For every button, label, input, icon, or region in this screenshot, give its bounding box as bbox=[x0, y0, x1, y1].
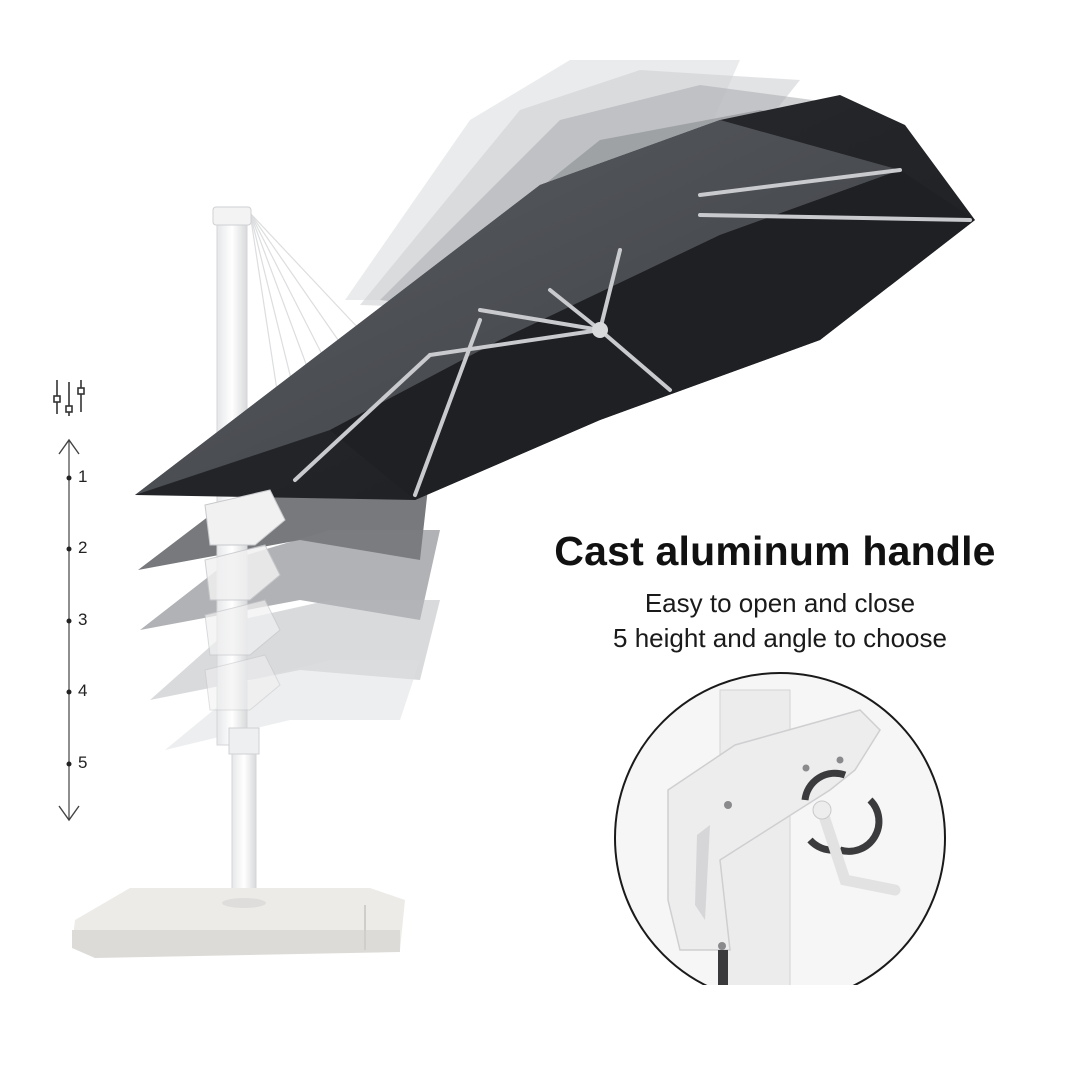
sliders-adjust-icon bbox=[53, 380, 85, 416]
feature-line-2: 5 height and angle to choose bbox=[613, 623, 947, 653]
guide-wires bbox=[249, 212, 361, 411]
main-canopy bbox=[135, 95, 975, 500]
level-1-label: 1 bbox=[78, 467, 88, 486]
level-3-label: 3 bbox=[78, 610, 88, 629]
handle-inset bbox=[615, 673, 945, 991]
feature-line-1: Easy to open and close bbox=[644, 588, 916, 618]
arrow-up-icon bbox=[58, 438, 80, 455]
base bbox=[72, 888, 405, 958]
level-2-label: 2 bbox=[78, 538, 88, 557]
level-5-label: 5 bbox=[78, 753, 88, 772]
arrow-down-icon bbox=[58, 805, 80, 822]
tilt-mechanism bbox=[204, 489, 286, 711]
feature-title: Cast aluminum handle bbox=[554, 528, 996, 574]
pole-lower bbox=[231, 739, 257, 901]
scale-axis bbox=[58, 438, 80, 822]
level-4-label: 4 bbox=[78, 681, 88, 700]
